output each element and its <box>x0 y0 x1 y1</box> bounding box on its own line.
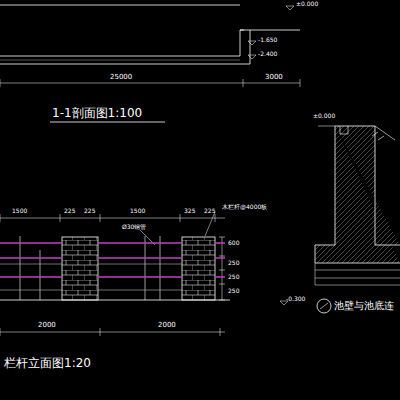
drawing-label: 池壁与池底连 <box>334 300 394 311</box>
drawing-label: 2000 <box>38 322 56 330</box>
drawing-label: 2000 <box>158 322 176 330</box>
drawing-label: Ø30钢管 <box>122 224 146 231</box>
drawing-label: 25000 <box>110 74 132 82</box>
drawing-label: 600 <box>228 240 239 247</box>
drawing-label: -0.300 <box>286 296 305 303</box>
drawing-label: 225 <box>204 208 215 215</box>
drawing-label: -1.650 <box>258 37 277 44</box>
drawing-label: 3000 <box>265 74 283 82</box>
drawing-label: 栏杆立面图1:20 <box>4 357 91 370</box>
drawing-label: 1500 <box>130 208 145 215</box>
drawing-label: 225 <box>84 208 95 215</box>
drawing-label: -2.400 <box>258 51 277 58</box>
drawing-label: ±0.000 <box>296 1 318 8</box>
drawing-label: 250 <box>228 260 239 267</box>
drawing-label: 1-1剖面图1:100 <box>52 107 142 120</box>
drawing-label: 250 <box>228 288 239 295</box>
drawing-label: 225 <box>64 208 75 215</box>
drawing-label: ±0.000 <box>313 113 335 120</box>
drawing-label: 250 <box>228 274 239 281</box>
drawing-label: 1500 <box>12 208 27 215</box>
drawing-label: 木栏杆@4000板 <box>222 204 267 211</box>
drawing-label: 325 <box>184 208 195 215</box>
